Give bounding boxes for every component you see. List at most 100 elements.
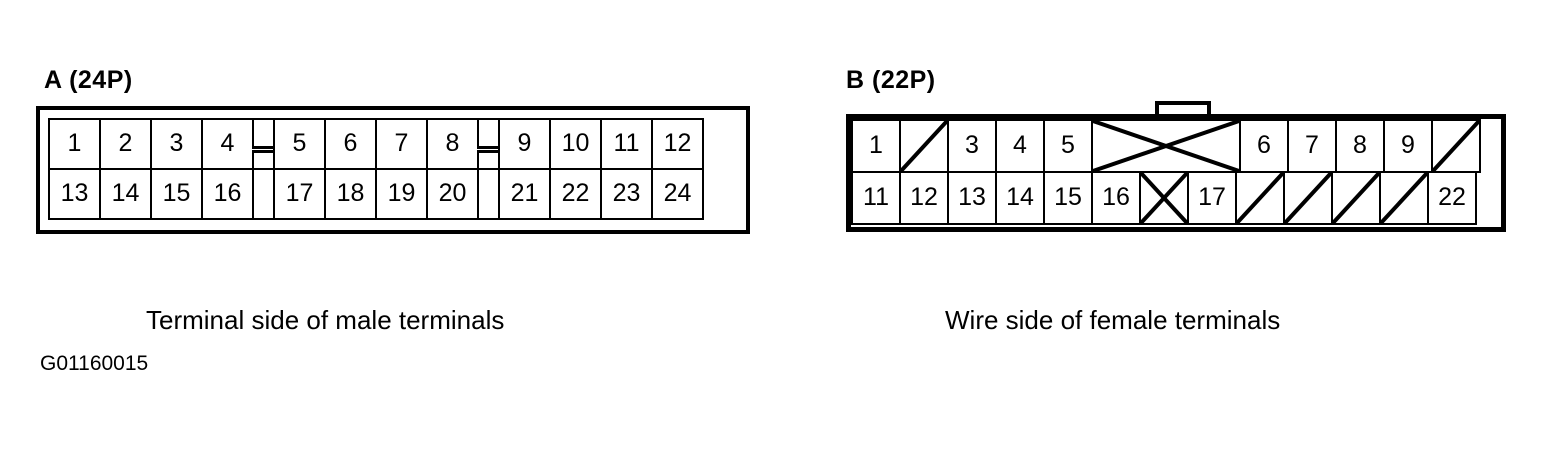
pin-number: 13 bbox=[60, 178, 89, 207]
pin-number: 7 bbox=[394, 128, 409, 157]
keyway-divider bbox=[477, 146, 500, 153]
figure-id-code: G01160015 bbox=[40, 352, 149, 375]
pin-number: 4 bbox=[220, 128, 235, 157]
pin-number: 17 bbox=[1198, 182, 1226, 211]
connector-a-pin-7: 7 bbox=[375, 118, 428, 170]
connector-b-blank-cavity-x bbox=[1139, 171, 1189, 225]
connector-a-pin-18: 18 bbox=[324, 168, 377, 220]
connector-b-locking-tab bbox=[1155, 101, 1211, 117]
blank-slash-icon bbox=[1333, 173, 1379, 223]
connector-a-pin-14: 14 bbox=[99, 168, 152, 220]
connector-b-caption: Wire side of female terminals bbox=[945, 305, 1281, 335]
connector-a-pin-15: 15 bbox=[150, 168, 203, 220]
connector-a-pin-22: 22 bbox=[549, 168, 602, 220]
connector-b-blank-cavity bbox=[1331, 171, 1381, 225]
connector-a-pin-12: 12 bbox=[651, 118, 704, 170]
pin-number: 8 bbox=[1353, 130, 1367, 159]
connector-b-pin-14: 14 bbox=[995, 171, 1045, 225]
pin-number: 20 bbox=[438, 178, 467, 207]
pin-number: 1 bbox=[67, 128, 82, 157]
connector-a-pin-2: 2 bbox=[99, 118, 152, 170]
connector-b-pin-4: 4 bbox=[995, 119, 1045, 173]
connector-b-pin-11: 11 bbox=[851, 171, 901, 225]
connector-b-pin-9: 9 bbox=[1383, 119, 1433, 173]
connector-a-pin-20: 20 bbox=[426, 168, 479, 220]
pin-number: 18 bbox=[336, 178, 365, 207]
pin-number: 22 bbox=[561, 178, 590, 207]
connector-a-keyway bbox=[477, 118, 500, 170]
connector-a-caption: Terminal side of male terminals bbox=[146, 305, 505, 335]
connector-a-pin-13: 13 bbox=[48, 168, 101, 220]
blank-cross-icon bbox=[1141, 173, 1187, 223]
pin-number: 23 bbox=[612, 178, 641, 207]
pin-number: 2 bbox=[118, 128, 133, 157]
connector-b-pin-17: 17 bbox=[1187, 171, 1237, 225]
connector-a-pin-11: 11 bbox=[600, 118, 653, 170]
pin-number: 4 bbox=[1013, 130, 1027, 159]
blank-slash-icon bbox=[1381, 173, 1427, 223]
connector-b-pin-16: 16 bbox=[1091, 171, 1141, 225]
connector-b-label: B (22P) bbox=[846, 66, 936, 94]
pin-number: 5 bbox=[1061, 130, 1075, 159]
connector-a-pin-3: 3 bbox=[150, 118, 203, 170]
connector-b-pin-5: 5 bbox=[1043, 119, 1093, 173]
connector-b-pin-12: 12 bbox=[899, 171, 949, 225]
connector-a-pin-24: 24 bbox=[651, 168, 704, 220]
connector-b-pin-15: 15 bbox=[1043, 171, 1093, 225]
pin-number: 5 bbox=[292, 128, 307, 157]
pin-number: 11 bbox=[613, 128, 640, 157]
connector-a-pin-17: 17 bbox=[273, 168, 326, 220]
pin-number: 8 bbox=[445, 128, 460, 157]
pin-number: 19 bbox=[387, 178, 416, 207]
connector-a-bottom-row: 13 14 15 16 17 18 19 20 21 22 23 24 bbox=[48, 168, 704, 220]
pin-number: 15 bbox=[1054, 182, 1082, 211]
connector-a-keyway bbox=[252, 168, 275, 220]
pin-number: 13 bbox=[958, 182, 986, 211]
pin-number: 9 bbox=[1401, 130, 1415, 159]
blank-slash-icon bbox=[1285, 173, 1331, 223]
connector-b-blank-x-span bbox=[1091, 119, 1241, 173]
pin-number: 12 bbox=[663, 128, 692, 157]
connector-b-blank-cavity bbox=[899, 119, 949, 173]
blank-slash-icon bbox=[901, 121, 947, 171]
pin-number: 15 bbox=[162, 178, 191, 207]
pin-number: 7 bbox=[1305, 130, 1319, 159]
pin-number: 3 bbox=[169, 128, 184, 157]
connector-a-pin-9: 9 bbox=[498, 118, 551, 170]
pin-number: 21 bbox=[510, 178, 539, 207]
connector-b-pin-22: 22 bbox=[1427, 171, 1477, 225]
pin-number: 1 bbox=[869, 130, 883, 159]
pin-number: 24 bbox=[663, 178, 692, 207]
pin-number: 3 bbox=[965, 130, 979, 159]
pin-number: 11 bbox=[863, 182, 889, 211]
connector-a-pin-23: 23 bbox=[600, 168, 653, 220]
connector-b-blank-cavity bbox=[1235, 171, 1285, 225]
pin-number: 6 bbox=[1257, 130, 1271, 159]
pin-number: 16 bbox=[1102, 182, 1130, 211]
pin-number: 6 bbox=[343, 128, 358, 157]
pin-number: 17 bbox=[285, 178, 314, 207]
connector-a-pin-4: 4 bbox=[201, 118, 254, 170]
pin-number: 22 bbox=[1438, 182, 1466, 211]
connector-a-pin-6: 6 bbox=[324, 118, 377, 170]
connector-b-pin-1: 1 bbox=[851, 119, 901, 173]
connector-b-pin-6: 6 bbox=[1239, 119, 1289, 173]
pin-number: 14 bbox=[1006, 182, 1034, 211]
pin-number: 16 bbox=[213, 178, 242, 207]
connector-a-pin-1: 1 bbox=[48, 118, 101, 170]
connector-a-pin-5: 5 bbox=[273, 118, 326, 170]
connector-b-pin-3: 3 bbox=[947, 119, 997, 173]
connector-b-pin-7: 7 bbox=[1287, 119, 1337, 173]
connector-a-label: A (24P) bbox=[44, 66, 133, 94]
blank-slash-icon bbox=[1237, 173, 1283, 223]
connector-a-pin-10: 10 bbox=[549, 118, 602, 170]
pin-number: 10 bbox=[561, 128, 590, 157]
connector-b-pin-13: 13 bbox=[947, 171, 997, 225]
pin-number: 12 bbox=[910, 182, 938, 211]
connector-b-bottom-row: 11 12 13 14 15 16 17 22 bbox=[851, 171, 1477, 225]
pin-number: 14 bbox=[111, 178, 140, 207]
